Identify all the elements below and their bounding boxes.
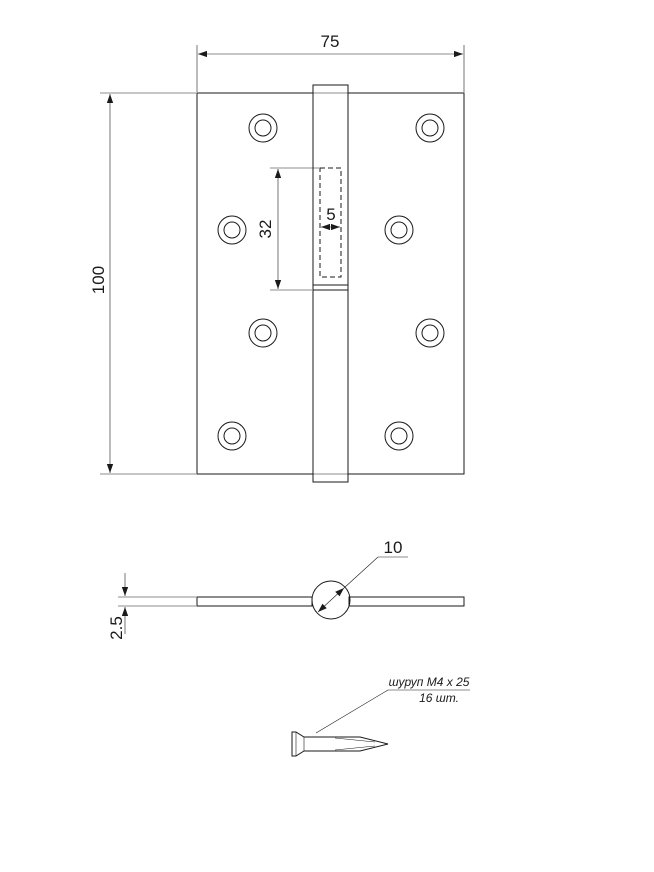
screw-drawing: шуруп М4 х 25 16 шт. xyxy=(291,675,470,757)
dimension-pin-diameter-label: 5 xyxy=(326,205,335,224)
hinge-leaf-side-right xyxy=(348,596,465,607)
dimension-thickness: 2.5 xyxy=(107,573,196,640)
screw-hole xyxy=(217,421,247,451)
hinge-knuckle-section xyxy=(311,580,351,620)
screw-note-line1: шуруп М4 х 25 xyxy=(389,675,470,689)
dimension-pin-diameter: 5 xyxy=(321,205,340,231)
hinge-knuckle xyxy=(312,84,349,483)
hinge-leaf-right xyxy=(347,92,465,475)
dimension-height-label: 100 xyxy=(89,266,108,294)
hinge-leaf-left xyxy=(196,92,314,475)
screw-hole xyxy=(415,113,445,143)
dimension-width-label: 75 xyxy=(321,32,340,51)
hinge-leaf-side-left xyxy=(196,596,313,607)
screw-hole xyxy=(248,318,278,348)
dimension-pin-length: 32 xyxy=(256,167,319,291)
screw-note-line2: 16 шт. xyxy=(419,691,459,705)
dimension-pin-length-label: 32 xyxy=(256,220,275,239)
hinge-front-view xyxy=(196,84,465,483)
dimension-knuckle-diameter-label: 10 xyxy=(384,538,403,557)
screw-hole xyxy=(415,318,445,348)
screw-hole xyxy=(384,421,414,451)
dimension-thickness-label: 2.5 xyxy=(107,616,126,640)
screw-hole xyxy=(248,113,278,143)
screw-hole xyxy=(384,215,414,245)
screw-hole xyxy=(217,215,247,245)
dimension-height: 100 xyxy=(89,92,196,475)
hinge-pin-hidden xyxy=(319,167,342,278)
dimension-width: 75 xyxy=(196,32,465,92)
hinge-side-view: 10 xyxy=(196,538,465,620)
